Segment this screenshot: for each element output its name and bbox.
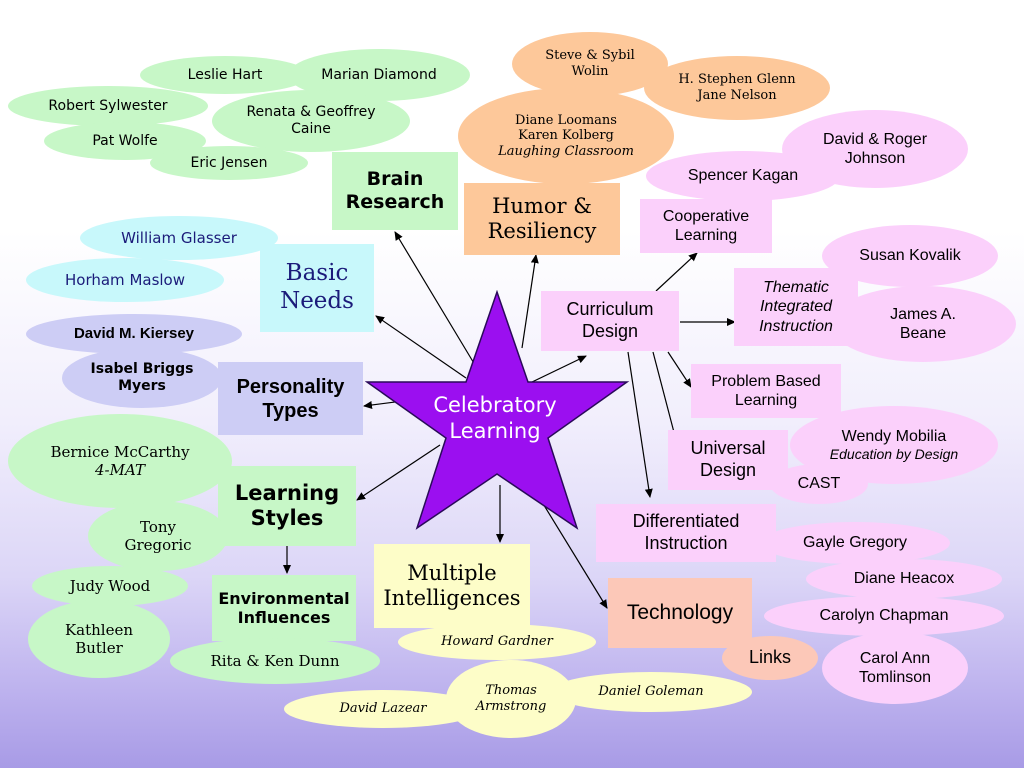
person-james-beane: James A.Beane	[830, 286, 1016, 362]
topic-technology: Technology	[608, 578, 752, 648]
arrow-problem-based	[667, 351, 692, 388]
star-shape	[365, 290, 630, 530]
person-daniel-goleman: Daniel Goleman	[550, 672, 752, 712]
person-diane-heacox: Diane Heacox	[806, 559, 1002, 599]
person-rita-ken-dunn: Rita & Ken Dunn	[170, 638, 380, 684]
topic-humor-resiliency: Humor &Resiliency	[464, 183, 620, 255]
arrow-universal	[652, 351, 678, 441]
person-gayle-gregory: Gayle Gregory	[760, 522, 950, 564]
person-carolyn-chapman: Carolyn Chapman	[764, 596, 1004, 636]
person-abraham-maslow: Horham Maslow	[26, 258, 224, 302]
links-button[interactable]: Links	[722, 636, 818, 680]
person-judy-wood: Judy Wood	[32, 566, 188, 606]
central-star	[365, 290, 633, 530]
arrow-cooperative	[655, 252, 698, 292]
center-label: Celebratory Learning	[433, 393, 557, 444]
person-robert-sylwester: Robert Sylwester	[8, 86, 208, 126]
person-leslie-hart: Leslie Hart	[140, 56, 310, 94]
person-eric-jensen: Eric Jensen	[150, 146, 308, 180]
person-william-glasser: William Glasser	[80, 216, 278, 260]
person-howard-gardner: Howard Gardner	[398, 624, 596, 660]
person-spencer-kagan: Spencer Kagan	[646, 151, 840, 201]
person-david-kiersey: David M. Kiersey	[26, 314, 242, 354]
